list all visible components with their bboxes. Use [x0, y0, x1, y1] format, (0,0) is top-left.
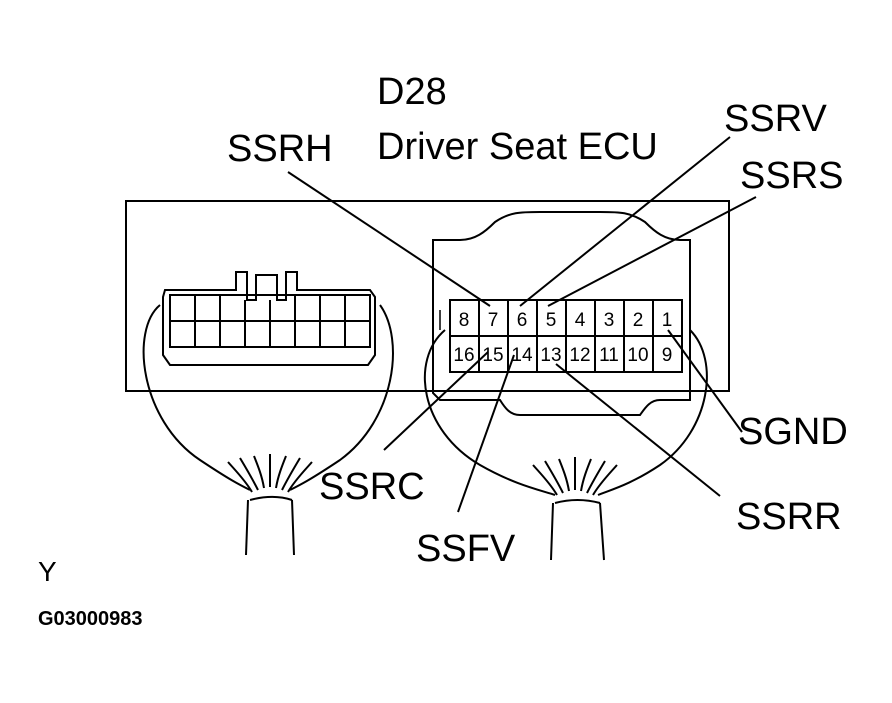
label-ssrv: SSRV [724, 98, 827, 140]
right-harness-outline [423, 329, 556, 496]
label-ssfv: SSFV [416, 528, 516, 570]
pin-number: 12 [569, 345, 591, 366]
leader-sgnd [667, 329, 743, 433]
left-harness-outline [142, 304, 251, 491]
connector-code: D28 [377, 71, 447, 113]
pin-number: 14 [511, 345, 533, 366]
figure-id: G03000983 [38, 608, 143, 630]
pin-number: 1 [661, 310, 673, 331]
pin-number: 3 [603, 310, 615, 331]
pin-number: 9 [661, 345, 673, 366]
right-connector-body [432, 211, 691, 416]
label-ssrc: SSRC [319, 466, 425, 508]
left-connector-body [162, 271, 376, 366]
leader-ssrv [519, 136, 731, 307]
ecu-housing [125, 200, 730, 392]
label-sgnd: SGND [738, 411, 848, 453]
right-harness-sheath [550, 502, 605, 561]
pin-number: 13 [540, 345, 562, 366]
left-harness-sheath [245, 499, 295, 556]
leader-ssfv [457, 354, 515, 513]
pin-number: 5 [545, 310, 557, 331]
leader-ssrh [287, 171, 491, 307]
connector-name: Driver Seat ECU [377, 126, 658, 168]
color-code: Y [38, 556, 57, 587]
pin-number: 16 [453, 345, 475, 366]
label-ssrr: SSRR [736, 496, 842, 538]
pin-number: 11 [599, 345, 619, 366]
pin-number: 4 [574, 310, 586, 331]
pin-number: 8 [458, 310, 470, 331]
label-ssrs: SSRS [740, 155, 844, 197]
pin-number: 15 [482, 345, 504, 366]
leader-ssrc [383, 351, 489, 451]
pin-number: 7 [487, 310, 499, 331]
pin-number: 2 [632, 310, 644, 331]
pin-number: 10 [627, 345, 649, 366]
pin-number: 6 [516, 310, 528, 331]
left-connector-grid [169, 294, 371, 348]
label-ssrh: SSRH [227, 128, 333, 170]
leader-ssrr [555, 363, 721, 497]
leader-ssrs [547, 196, 757, 307]
